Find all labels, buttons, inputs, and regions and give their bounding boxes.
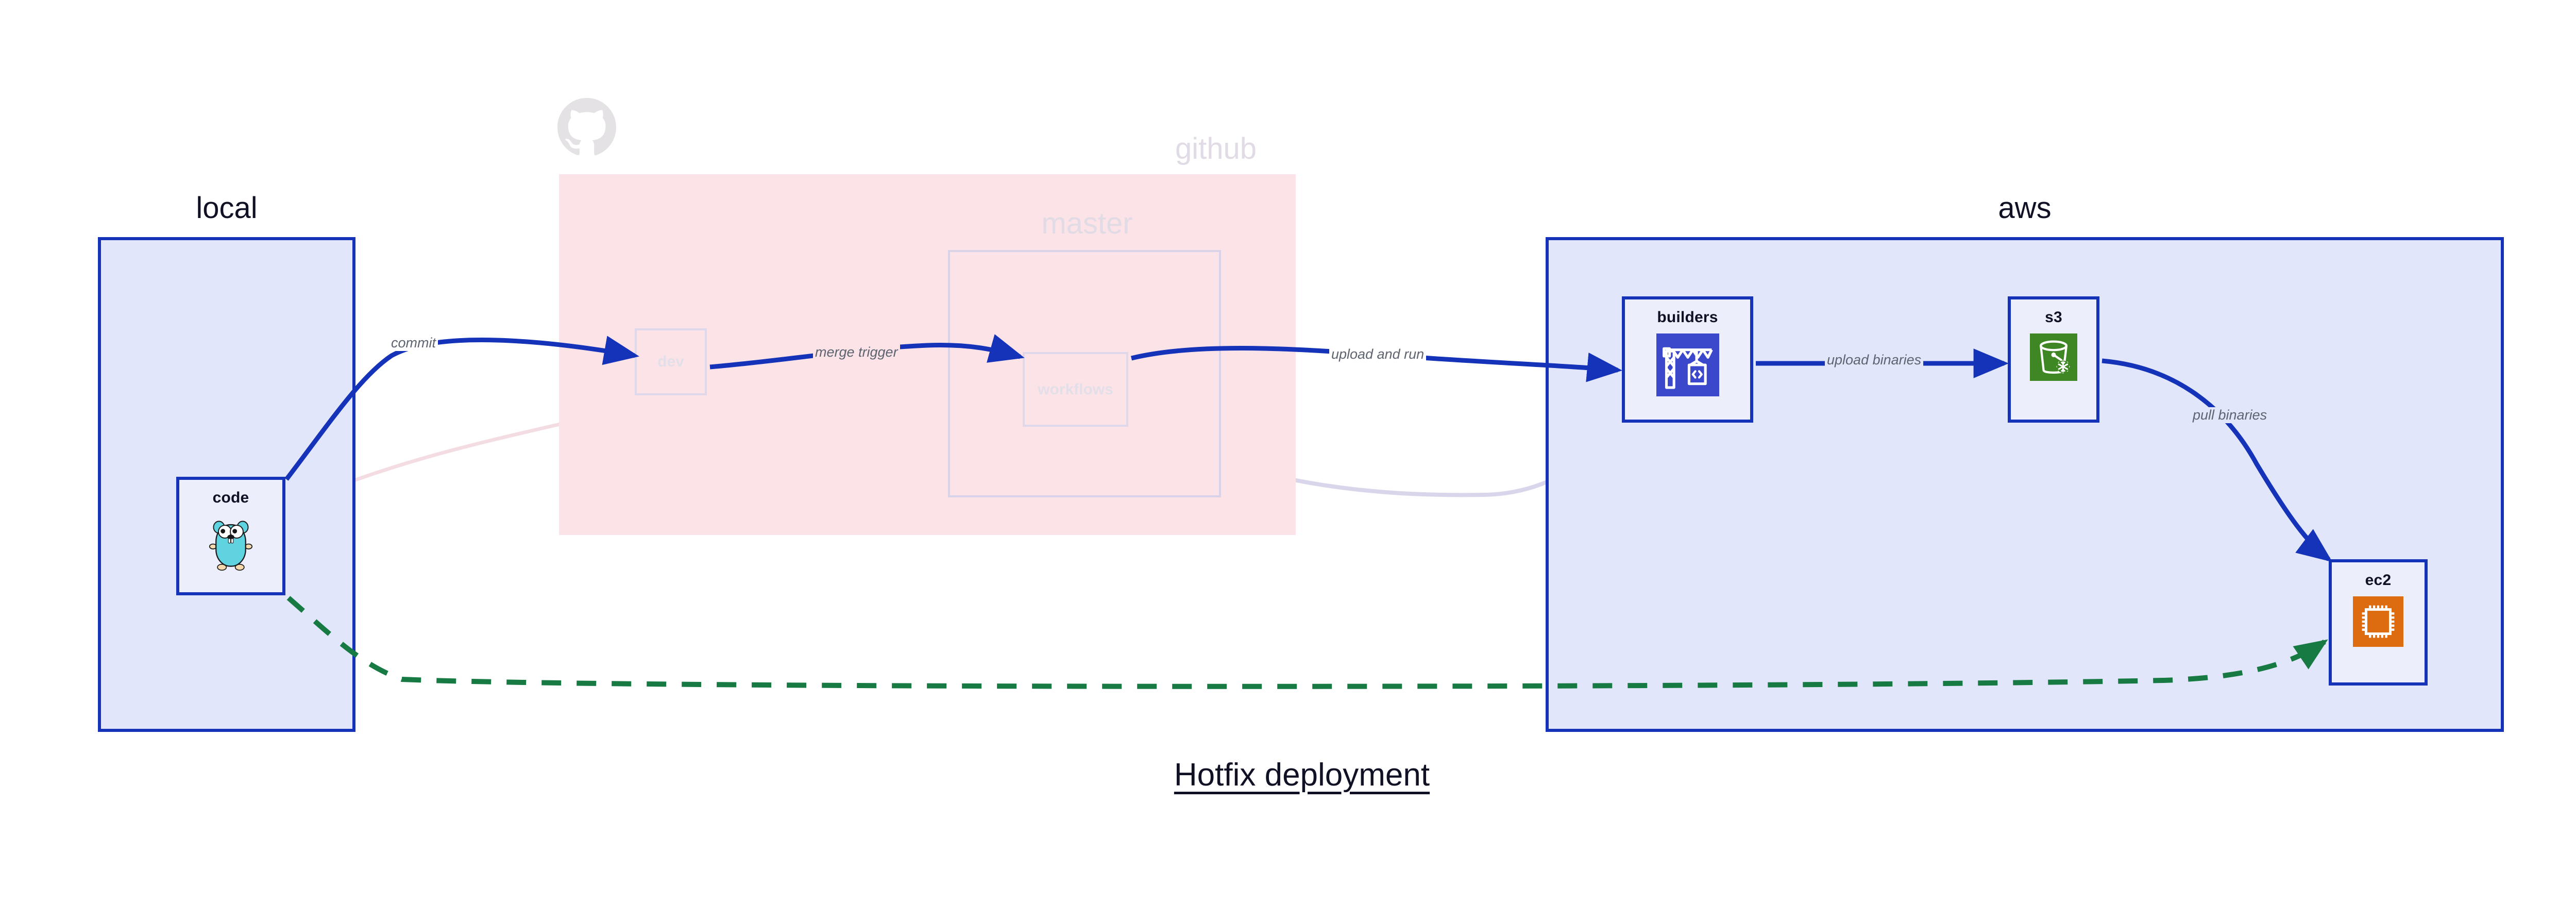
edge-label-upload-binaries: upload binaries <box>1825 352 1924 368</box>
edge-label-merge-trigger: merge trigger <box>813 344 900 360</box>
node-ec2[interactable]: ec2 <box>2329 559 2428 686</box>
group-master-label: master <box>1041 207 1133 240</box>
edge-label-commit: commit <box>389 335 438 351</box>
aws-ec2-icon <box>2353 596 2403 649</box>
node-builders[interactable]: builders <box>1622 296 1753 423</box>
node-dev[interactable]: dev <box>635 328 707 395</box>
node-code[interactable]: code <box>176 477 285 595</box>
node-builders-label: builders <box>1657 309 1718 326</box>
node-s3[interactable]: s3 <box>2008 296 2099 423</box>
node-workflows[interactable]: workflows <box>1023 352 1128 427</box>
group-master <box>948 250 1221 497</box>
aws-s3-glacier-icon <box>2030 333 2077 383</box>
edge-label-pull-binaries: pull binaries <box>2191 407 2269 423</box>
group-aws-label: aws <box>1998 191 2052 225</box>
aws-builders-icon <box>1656 333 1719 399</box>
node-dev-label: dev <box>657 353 684 370</box>
group-local-label: local <box>196 191 258 225</box>
page-title: Hotfix deployment <box>1174 757 1430 793</box>
edge-label-upload-and-run: upload and run <box>1329 346 1427 362</box>
node-s3-label: s3 <box>2045 309 2062 326</box>
node-ec2-label: ec2 <box>2365 572 2392 589</box>
go-gopher-icon <box>206 514 256 576</box>
node-code-label: code <box>212 489 249 506</box>
group-github-label: github <box>1175 132 1257 165</box>
github-octocat-icon <box>557 98 616 157</box>
node-workflows-label: workflows <box>1038 380 1113 398</box>
